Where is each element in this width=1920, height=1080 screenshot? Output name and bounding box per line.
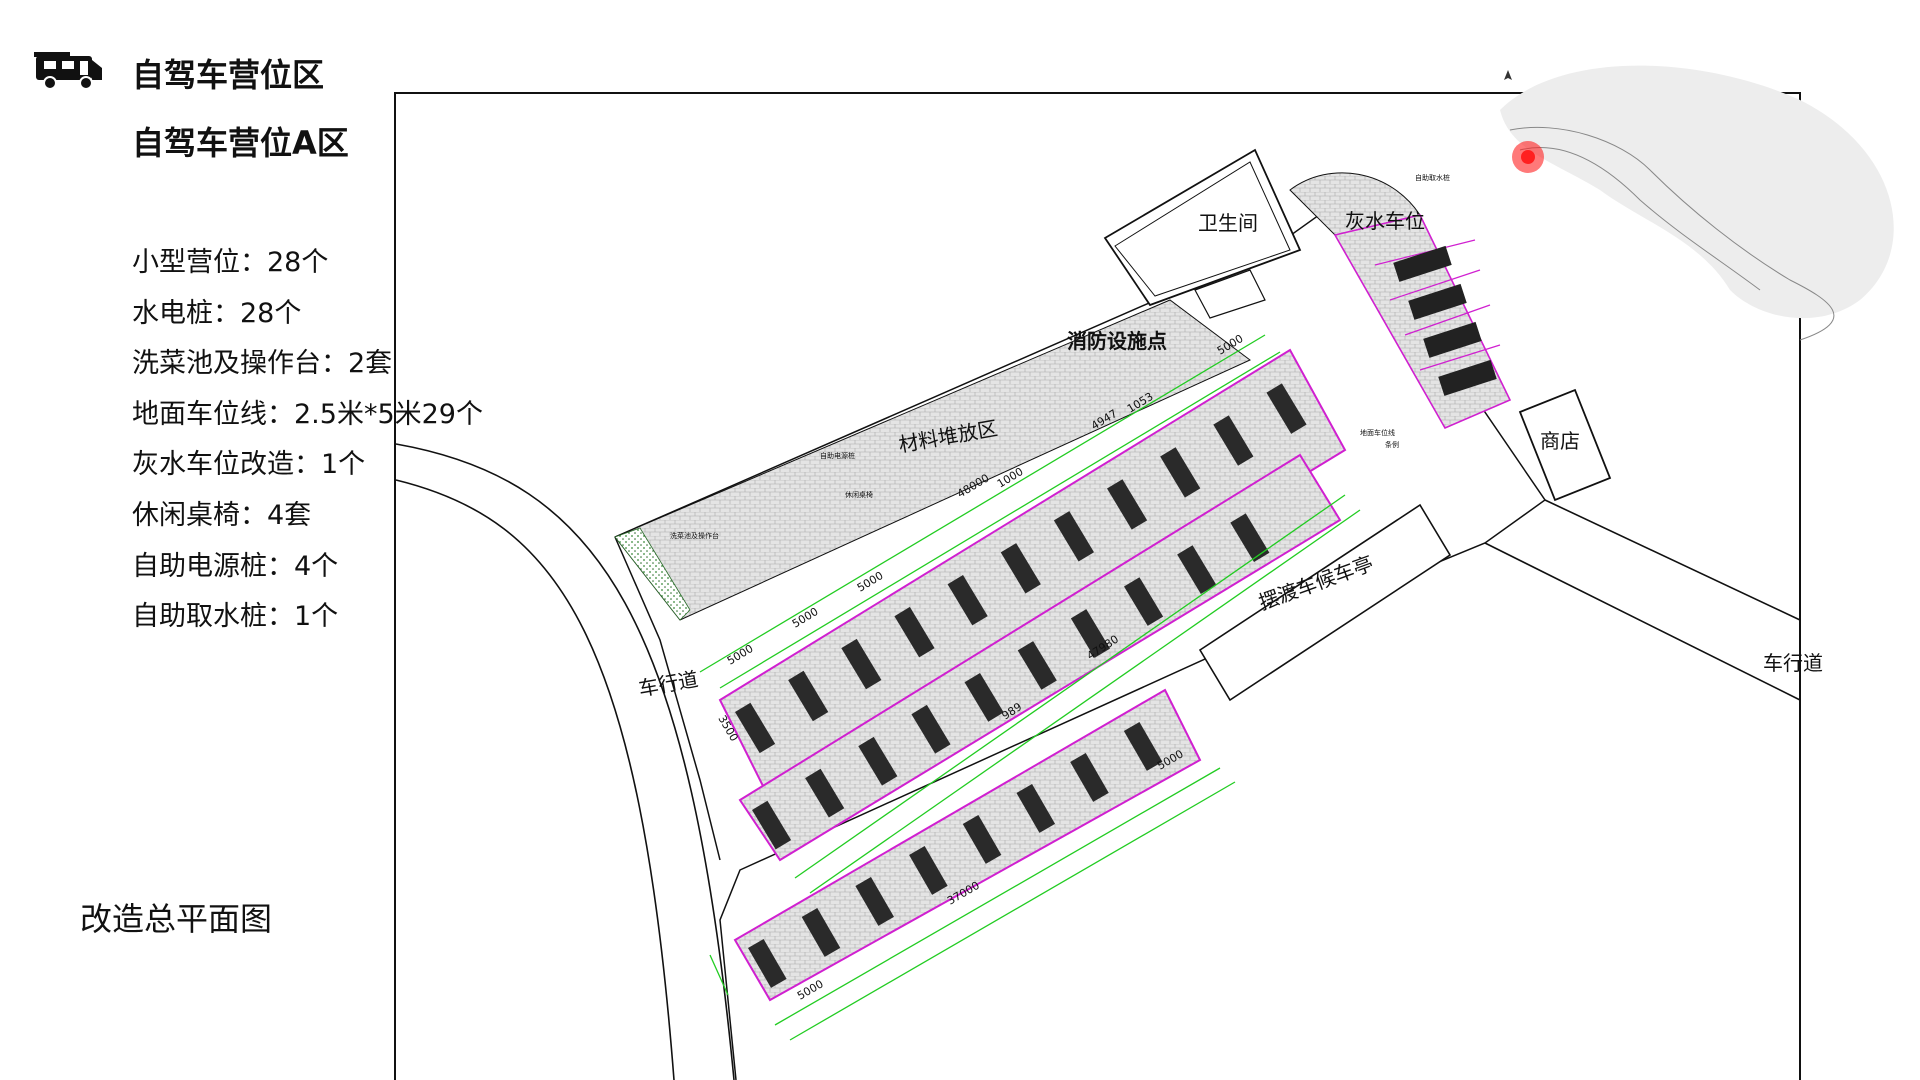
- road-edge: [1484, 542, 1801, 701]
- sink-label: 洗菜池及操作台: [670, 531, 719, 540]
- road-left-label: 车行道: [637, 667, 700, 701]
- car-block: [1053, 511, 1095, 562]
- car-block: [801, 908, 841, 957]
- water-post-label: 自助取水桩: [1415, 173, 1450, 182]
- car-block: [962, 815, 1002, 864]
- north-arrow-icon: [1504, 70, 1512, 80]
- fire-point-label: 消防设施点: [1067, 329, 1167, 353]
- car-block: [1124, 577, 1164, 626]
- car-block: [841, 638, 882, 690]
- rv-camper-icon: [34, 52, 102, 90]
- section-title: 自驾车营位区: [132, 56, 325, 94]
- plan-caption: 改造总平面图: [80, 900, 273, 938]
- car-block: [1107, 479, 1148, 530]
- grey-water-area: 灰水车位 自助取水桩: [1289, 172, 1512, 430]
- car-block: [735, 702, 776, 754]
- car-block: [1070, 609, 1110, 658]
- drawing-frame: [394, 92, 1801, 1080]
- car-block: [788, 670, 829, 722]
- stat-item: 休闲桌椅：4套: [132, 499, 312, 531]
- dimension-lines: [699, 334, 1361, 1041]
- stat-item: 水电桩：28个: [132, 297, 302, 329]
- car-block: [909, 846, 948, 895]
- car-block: [752, 800, 792, 850]
- car-block: [858, 736, 898, 786]
- plaza-outline: [614, 536, 721, 861]
- power-post-label: 自助电源桩: [820, 451, 855, 460]
- ground-line-label: 地面车位线: [1360, 428, 1395, 437]
- shop-label: 商店: [1540, 429, 1580, 453]
- stat-item: 自助取水桩：1个: [132, 601, 339, 633]
- car-block: [1266, 383, 1307, 434]
- car-block: [748, 939, 787, 988]
- shop-building: 商店: [1518, 388, 1612, 502]
- road-right-label: 车行道: [1763, 651, 1823, 675]
- car-block: [1213, 415, 1254, 466]
- car-block: [947, 574, 988, 626]
- facility-stats-list: 小型营位：28个 水电桩：28个 洗菜池及操作台：2套 地面车位线：2.5米*5…: [132, 238, 483, 643]
- zone-title: 自驾车营位A区: [132, 124, 349, 162]
- car-block: [1000, 543, 1041, 594]
- dim-5000: 5000: [725, 642, 756, 668]
- car-block: [1177, 545, 1217, 594]
- car-block: [1230, 513, 1270, 563]
- road-curve: [395, 443, 735, 1080]
- road-curve: [395, 479, 675, 1080]
- car-block: [964, 672, 1004, 722]
- stat-item: 自助电源桩：4个: [132, 550, 339, 582]
- location-marker-dot: [1521, 150, 1535, 164]
- shuttle-stop: 摆渡车候车亭: [1198, 503, 1452, 702]
- ground-line-sub: 条例: [1385, 440, 1399, 449]
- grass-strip: [614, 527, 691, 621]
- car-block: [894, 606, 935, 658]
- toilet-label: 卫生间: [1198, 211, 1258, 235]
- car-block: [1123, 722, 1163, 771]
- car-block: [855, 877, 894, 926]
- car-block: [1017, 641, 1057, 690]
- bench-label: 休闲桌椅: [845, 490, 873, 499]
- stat-item: 地面车位线：2.5米*5米29个: [132, 398, 483, 430]
- car-block: [911, 704, 951, 754]
- car-block: [1160, 447, 1201, 498]
- toilet-building: 卫生间: [1103, 148, 1302, 319]
- stat-item: 小型营位：28个: [132, 247, 329, 278]
- parked-cars: [735, 383, 1307, 988]
- grey-water-label: 灰水车位: [1345, 209, 1425, 233]
- car-block: [805, 768, 845, 818]
- locator-map: [1500, 65, 1894, 341]
- car-block: [1070, 753, 1109, 802]
- car-block: [1016, 784, 1056, 833]
- stat-item: 洗菜池及操作台：2套: [132, 348, 393, 380]
- stat-item: 灰水车位改造：1个: [132, 449, 366, 481]
- road-edge: [1544, 499, 1801, 621]
